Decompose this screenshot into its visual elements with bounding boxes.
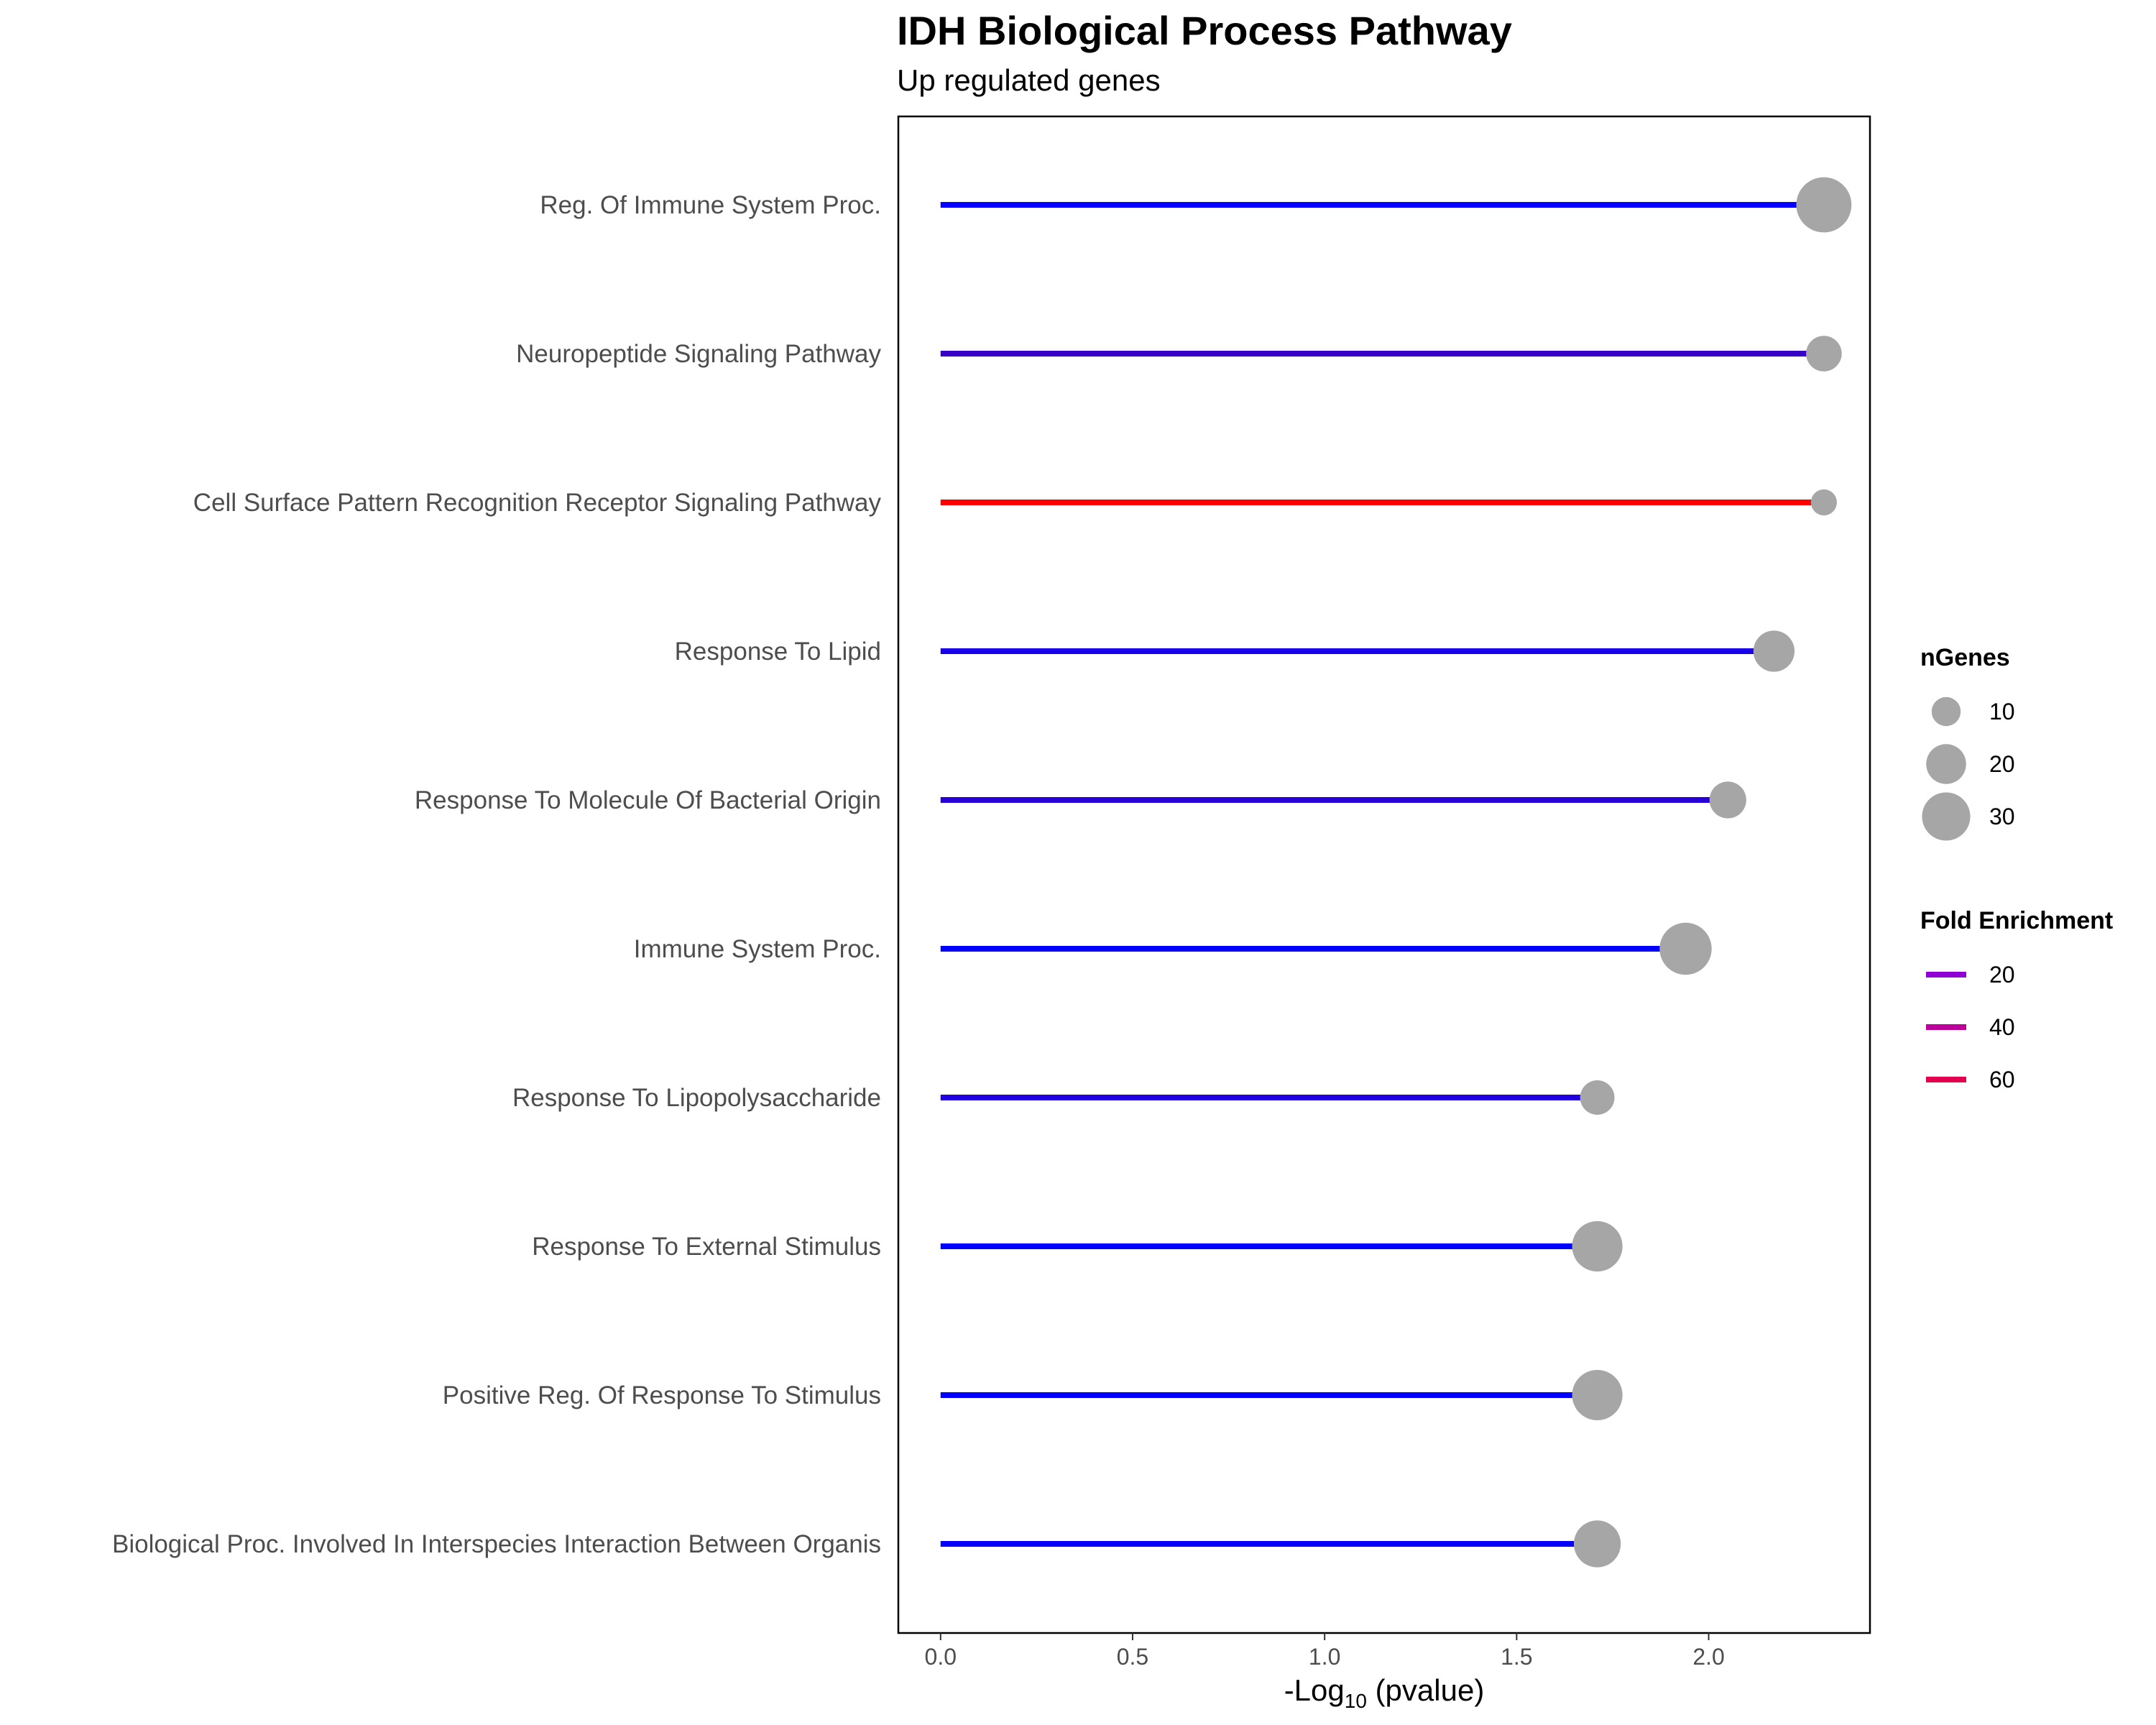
x-axis: 0.0 0.5 1.0 1.5 2.0: [925, 1633, 1725, 1670]
category-labels: Reg. Of Immune System Proc. Neuropeptide …: [112, 191, 882, 1558]
category-label: Response To External Stimulus: [532, 1233, 881, 1261]
x-tick-label: 1.0: [1309, 1644, 1340, 1670]
legend-color-title: Fold Enrichment: [1920, 907, 2113, 934]
category-label: Positive Reg. Of Response To Stimulus: [443, 1381, 881, 1409]
plot-panel: [897, 115, 1871, 1634]
legend-size-label: 30: [1989, 804, 2015, 829]
x-tick-label: 0.0: [925, 1644, 957, 1670]
legend-color-label: 60: [1989, 1067, 2015, 1092]
lollipop-stems: [940, 202, 1824, 1547]
legend-size-key: [1931, 696, 1961, 727]
lollipop-point: [1659, 922, 1712, 975]
x-axis-title-subscript: 10: [1345, 1690, 1367, 1712]
x-tick-label: 2.0: [1692, 1644, 1724, 1670]
chart-subtitle: Up regulated genes: [897, 63, 1161, 97]
category-label: Immune System Proc.: [634, 935, 881, 963]
x-axis-title-rest: (pvalue): [1367, 1673, 1484, 1707]
legend-color-label: 40: [1989, 1014, 2015, 1040]
lollipop-point: [1796, 177, 1852, 233]
lollipop-points: [1572, 177, 1852, 1568]
legend-size-title: nGenes: [1920, 644, 2010, 671]
lollipop-point: [1572, 1220, 1623, 1272]
legend-color-label: 20: [1989, 962, 2015, 988]
category-label: Response To Molecule Of Bacterial Origin: [415, 786, 881, 814]
lollipop-point: [1709, 781, 1746, 819]
x-axis-title-main: -Log: [1284, 1673, 1345, 1707]
lollipop-point: [1572, 1369, 1623, 1421]
lollipop-point: [1806, 336, 1842, 372]
category-label: Response To Lipopolysaccharide: [512, 1084, 881, 1112]
category-label: Response To Lipid: [675, 638, 881, 666]
lollipop-point: [1573, 1520, 1621, 1568]
legend-size-label: 10: [1989, 699, 2015, 724]
lollipop-point: [1810, 489, 1837, 516]
legend-size-label: 20: [1989, 751, 2015, 777]
category-label: Reg. Of Immune System Proc.: [540, 191, 881, 219]
category-label: Biological Proc. Involved In Interspecie…: [112, 1530, 881, 1558]
chart-title: IDH Biological Process Pathway: [897, 8, 1512, 53]
lollipop-point: [1580, 1080, 1615, 1115]
category-label: Cell Surface Pattern Recognition Recepto…: [193, 489, 882, 517]
legend: nGenes 10 20 30 Fold Enrichment 20 40 60: [1920, 644, 2113, 1092]
legend-size-key: [1926, 744, 1966, 784]
lollipop-point: [1753, 630, 1795, 672]
x-tick-label: 1.5: [1501, 1644, 1532, 1670]
legend-size-key: [1922, 792, 1971, 841]
x-axis-title: -Log10 (pvalue): [1284, 1673, 1485, 1712]
x-tick-label: 0.5: [1117, 1644, 1148, 1670]
category-label: Neuropeptide Signaling Pathway: [516, 340, 881, 368]
